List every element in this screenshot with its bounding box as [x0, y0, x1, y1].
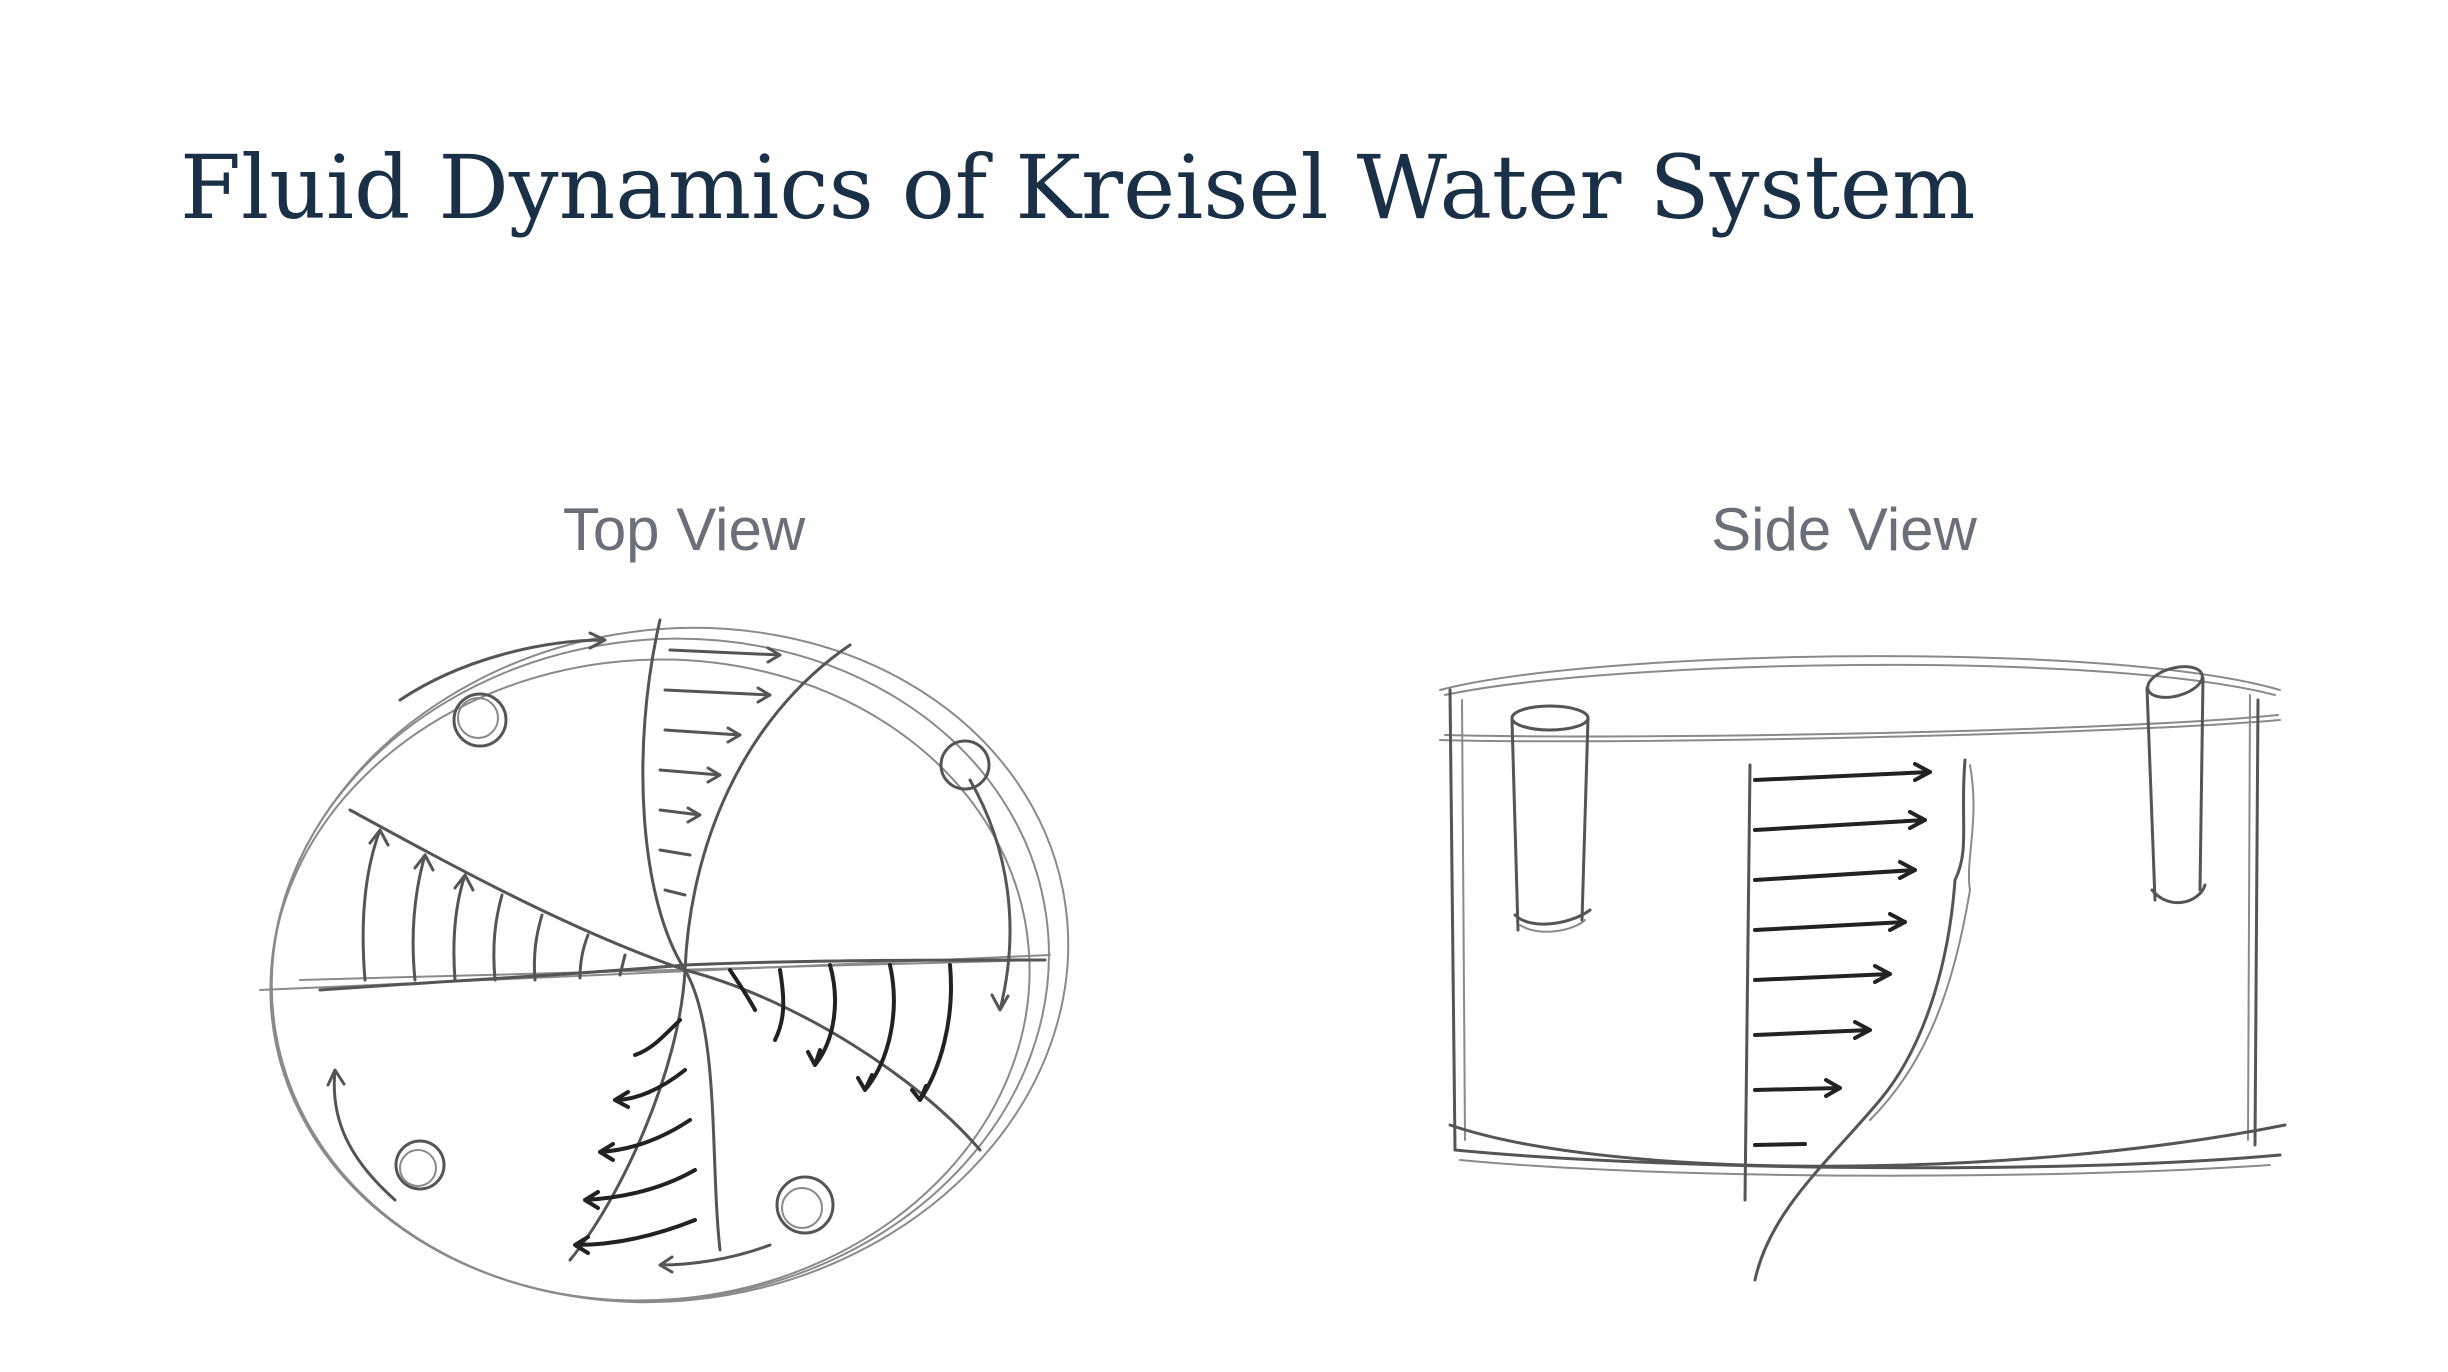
pipe-left-bottom — [1519, 919, 1586, 933]
tank-bottom — [1459, 1159, 2271, 1177]
pipe-left — [1510, 716, 1590, 932]
divider-curve — [318, 958, 1047, 992]
tank-rim — [1439, 655, 2281, 691]
pipe-right — [2145, 676, 2205, 902]
flow-arrows-left — [361, 828, 627, 982]
velocity-arrows — [1753, 762, 1932, 1147]
axis-line-2 — [299, 959, 1041, 981]
circulation-arrow — [398, 631, 607, 702]
nozzle-circle — [781, 1187, 823, 1229]
nozzle-circle — [457, 697, 499, 739]
tank-wall-left — [1461, 699, 1466, 1141]
divider-curve — [348, 808, 982, 1152]
slide-title: Fluid Dynamics of Kreisel Water System — [180, 136, 1976, 239]
tank-rim — [1444, 714, 2279, 738]
tank-wall-right — [2253, 698, 2260, 1147]
tank-wall-right — [2247, 694, 2251, 1141]
pipe-left-top — [1510, 704, 1590, 732]
pipe-left-bottom — [1513, 908, 1592, 926]
tank-outline-2 — [269, 658, 1031, 1302]
tank-outline-3 — [270, 626, 1070, 1304]
flow-profile-left — [1743, 763, 1752, 1202]
tank-rim — [1439, 719, 2281, 743]
flow-arrows-upper — [658, 646, 782, 897]
flow-profile-curve — [1753, 758, 1967, 1282]
tank-wall-left — [1448, 688, 1457, 1152]
flow-arrows-right — [728, 963, 953, 1102]
pipe-right-bottom — [2150, 883, 2207, 905]
circulation-arrow — [326, 1068, 397, 1202]
circulation-arrow — [968, 778, 1012, 1012]
nozzle-circle — [399, 1149, 437, 1187]
tank-bottom — [1453, 1148, 2282, 1170]
flow-arrows-lower — [573, 1018, 697, 1255]
side-view-sketch — [1439, 655, 2287, 1282]
nozzle-circle — [452, 692, 508, 748]
top-view-sketch — [259, 618, 1070, 1304]
nozzle-circle — [939, 739, 991, 791]
tank-rim — [1444, 663, 2276, 696]
nozzle-circle — [775, 1175, 835, 1235]
top-view-label: Top View — [562, 496, 806, 563]
divider-curve — [641, 618, 722, 1252]
flow-profile-curve — [1869, 764, 1975, 1121]
nozzle-circle — [394, 1139, 446, 1191]
circulation-arrow — [658, 1243, 772, 1274]
divider-curve — [568, 643, 852, 1262]
side-view-label: Side View — [1711, 496, 1977, 563]
